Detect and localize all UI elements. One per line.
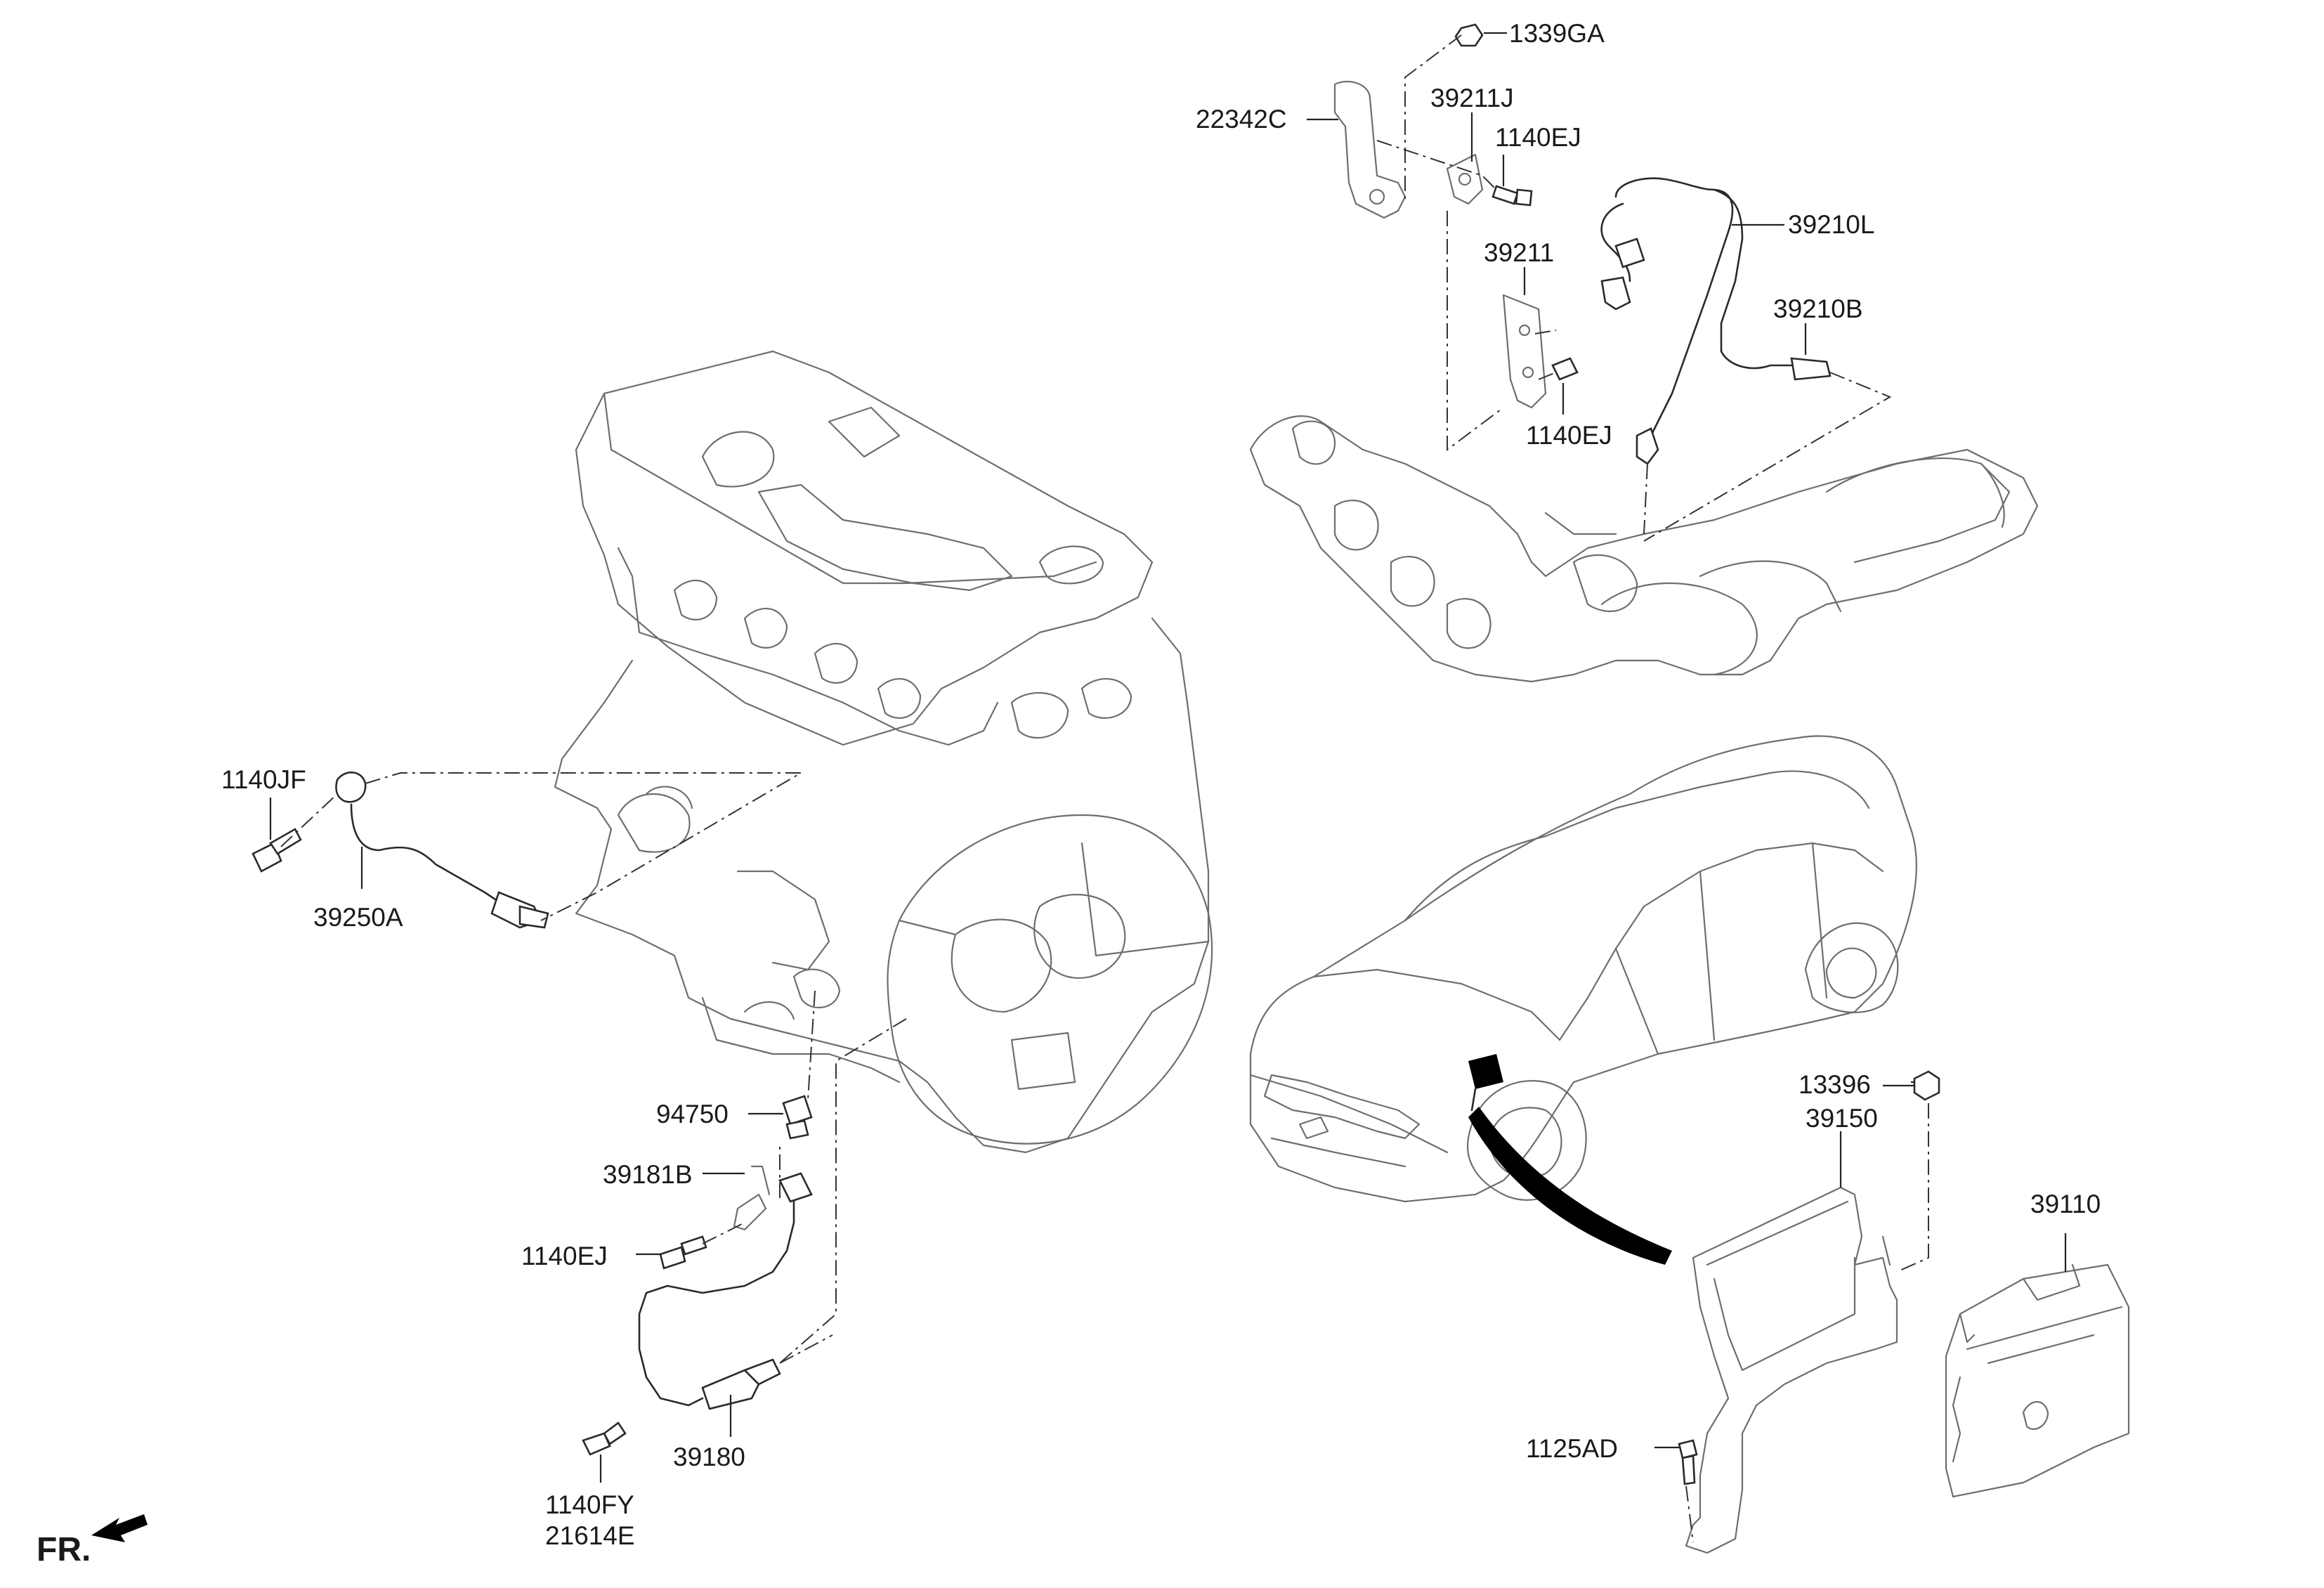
ecu-module-39110 [1945,1263,2130,1498]
label-39211J: 39211J [1430,84,1514,112]
front-direction-label: FR. [37,1531,91,1568]
label-13396: 13396 [1799,1070,1871,1099]
label-1339GA: 1339GA [1509,19,1605,48]
leader-lines [269,32,2067,1483]
label-1140EJ-c: 1140EJ [521,1242,608,1270]
bracket-39211J [1446,153,1484,205]
label-39180: 39180 [673,1443,745,1471]
label-39250A: 39250A [313,903,403,932]
label-1140EJ-a: 1140EJ [1495,123,1581,152]
label-21614E: 21614E [545,1521,635,1550]
assembly-reference-lines [280,34,1929,1543]
front-direction-arrow-icon [91,1514,148,1542]
label-22342C: 22342C [1196,105,1287,134]
label-39181B: 39181B [603,1160,693,1189]
bolt-1140EJ-b [1551,357,1579,381]
oxygen-sensor-39210L-harness [1614,177,1734,451]
bolt-1140FY [582,1432,611,1456]
label-1125AD: 1125AD [1526,1434,1618,1463]
label-39110: 39110 [2030,1190,2101,1218]
bracket-39211 [1502,294,1547,409]
oil-pressure-switch-94750 [782,1095,813,1140]
nut-1339GA [1454,23,1484,47]
nut-13396 [1913,1070,1940,1101]
exhaust-manifold-assembly [1249,415,2039,683]
label-1140EJ-b: 1140EJ [1526,421,1612,450]
label-39150: 39150 [1806,1104,1878,1133]
label-39211: 39211 [1484,238,1555,267]
bolt-1140JF [252,842,282,873]
label-1140FY: 1140FY [545,1490,634,1519]
crank-position-sensor-39180 [638,1172,813,1410]
label-94750: 94750 [656,1100,729,1128]
bracket-39181B [733,1193,767,1231]
vehicle-illustration [1249,735,1917,1265]
bolt-1140EJ-c [659,1246,686,1270]
bracket-22342C [1333,81,1406,219]
bolt-1140EJ-a [1491,185,1519,205]
bolt-1125AD [1678,1439,1698,1459]
knock-sensor-39250A [335,772,549,929]
ecu-bracket-39150 [1685,1186,1898,1554]
label-39210B: 39210B [1773,294,1863,323]
label-1140JF: 1140JF [221,765,306,794]
label-39210L: 39210L [1788,210,1875,239]
engine-assembly [554,350,1213,1154]
